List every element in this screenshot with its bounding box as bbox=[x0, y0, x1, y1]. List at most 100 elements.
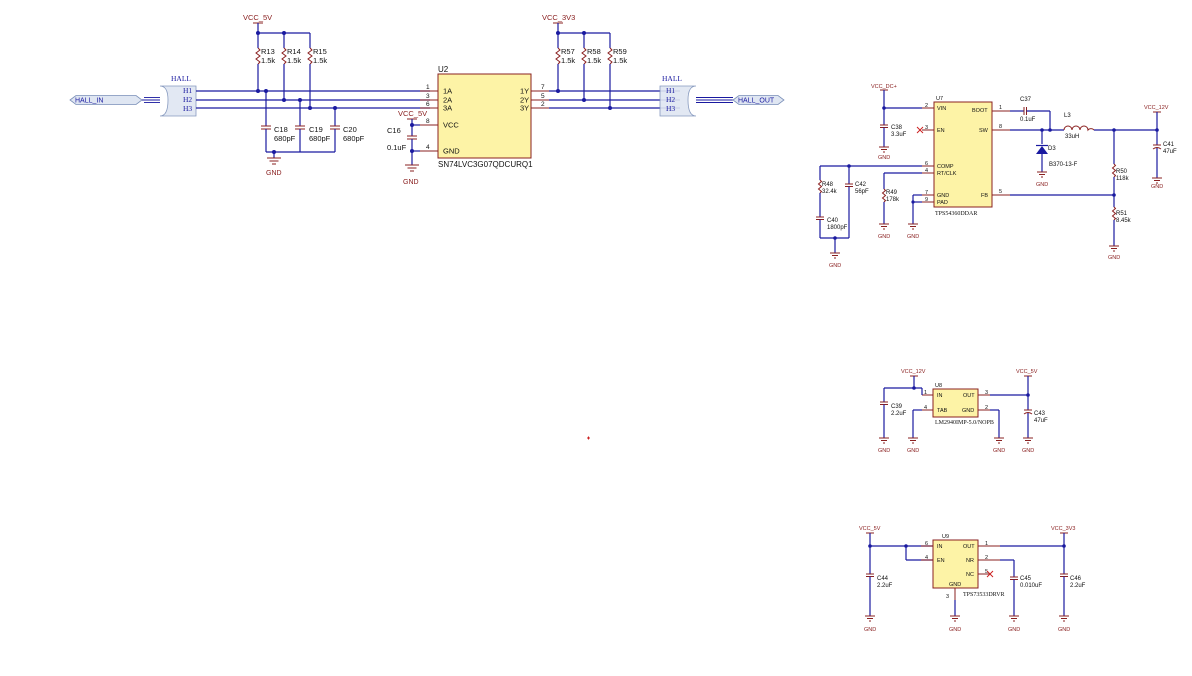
u8-pin-name-gnd: GND bbox=[962, 408, 974, 414]
gnd-symbol-c41: GND bbox=[1151, 177, 1163, 190]
gnd-symbol-c44: GND bbox=[864, 615, 876, 633]
ic-u8[interactable]: U8 1 4 3 2 IN TAB OUT GND LM2940IMP-5.0/… bbox=[922, 383, 994, 426]
u2-pin-4: 4 bbox=[426, 144, 430, 151]
u2-pin-name-2a: 2A bbox=[443, 96, 452, 105]
capacitor-c44: C44 2.2uF bbox=[866, 546, 893, 616]
u8-part-number: LM2940IMP-5.0/NOPB bbox=[935, 420, 994, 426]
r49-ref: R49 bbox=[886, 190, 898, 196]
u2-pin-name-3y: 3Y bbox=[520, 104, 529, 113]
u7-pin-name-vin: VIN bbox=[937, 106, 946, 112]
c41-value: 47uF bbox=[1163, 149, 1177, 155]
u8-pin-2: 2 bbox=[985, 405, 988, 411]
resistor-r13: R13 1.5k bbox=[255, 33, 275, 91]
u2-part-number: SN74LVC3G07QDCURQ1 bbox=[438, 160, 533, 169]
vcc-12v-label-u8: VCC_12V bbox=[901, 369, 926, 375]
c18-ref: C18 bbox=[274, 125, 288, 134]
u7-pin-9: 9 bbox=[925, 197, 928, 203]
ic-u9[interactable]: U9 6 4 1 2 5 3 IN EN OUT NR NC GND TPS73… bbox=[921, 534, 1005, 600]
gnd-symbol-u2: GND bbox=[403, 164, 419, 186]
hall-in-port-label: HALL_IN bbox=[75, 98, 103, 105]
d3-ref: D3 bbox=[1048, 146, 1056, 152]
resistor-r57: R57 1.5k bbox=[555, 33, 575, 91]
c45-ref: C45 bbox=[1020, 576, 1032, 582]
r59-ref: R59 bbox=[613, 47, 627, 56]
gnd-label-r51: GND bbox=[1108, 255, 1120, 261]
gnd-symbol-r51: GND bbox=[1108, 245, 1120, 261]
gnd-symbol-comp: GND bbox=[829, 252, 841, 269]
c42-ref: C42 bbox=[855, 182, 867, 188]
u7-pin-name-boot: BOOT bbox=[972, 108, 988, 114]
u7-pin-4: 4 bbox=[925, 168, 928, 174]
vcc-12v-label-u7: VCC_12V bbox=[1144, 105, 1169, 111]
u2-pin-5: 5 bbox=[541, 93, 545, 100]
gnd-symbol-c46: GND bbox=[1058, 615, 1070, 633]
u7-pin-name-pad: PAD bbox=[937, 200, 948, 206]
u7-pin-6: 6 bbox=[925, 161, 928, 167]
u8-designator: U8 bbox=[935, 383, 942, 389]
l3-ref: L3 bbox=[1064, 113, 1071, 119]
ic-u7[interactable]: U7 2 3 6 4 7 9 VIN EN COMP RT/CLK GND PA… bbox=[922, 96, 1010, 217]
capacitor-c38: C38 3.3uF bbox=[880, 108, 907, 147]
hall-harness-left: HALL H1 H2 H3 bbox=[159, 74, 197, 117]
vcc-5v-symbol-u2: VCC_5V bbox=[398, 109, 427, 125]
vcc-3v3-symbol-hall: VCC_3V3 bbox=[542, 13, 575, 33]
u7-pin-7: 7 bbox=[925, 190, 928, 196]
u9-pin-4: 4 bbox=[925, 555, 928, 561]
c45-value: 0.010uF bbox=[1020, 583, 1042, 589]
c46-value: 2.2uF bbox=[1070, 583, 1086, 589]
u8-pin-name-tab: TAB bbox=[937, 408, 948, 414]
r57-value: 1.5k bbox=[561, 56, 575, 65]
stray-marker bbox=[587, 436, 590, 440]
c40-ref: C40 bbox=[827, 218, 839, 224]
u2-pin-7: 7 bbox=[541, 84, 545, 91]
vcc-5v-label-u2: VCC_5V bbox=[398, 109, 427, 118]
hall-left-net-h3: H3 bbox=[183, 104, 192, 113]
vcc-5v-label-u9: VCC_5V bbox=[859, 526, 881, 532]
resistor-r14: R14 1.5k bbox=[281, 33, 301, 100]
u7-pin-name-gnd: GND bbox=[937, 193, 949, 199]
c20-value: 680pF bbox=[343, 134, 365, 143]
vcc-5v-label-hall: VCC_5V bbox=[243, 13, 272, 22]
vcc-5v-symbol-u9: VCC_5V bbox=[859, 526, 881, 546]
c39-ref: C39 bbox=[891, 404, 903, 410]
capacitor-c19: C19 680pF bbox=[295, 100, 331, 152]
resistor-r49: R49 178k bbox=[881, 173, 900, 224]
hall-right-net-h1: H1 bbox=[666, 86, 675, 95]
u7-pin-5: 5 bbox=[999, 189, 1002, 195]
u7-pin-name-rtclk: RT/CLK bbox=[937, 171, 957, 177]
u9-pin-3: 3 bbox=[946, 594, 949, 600]
u9-pin-name-en: EN bbox=[937, 558, 945, 564]
c46-ref: C46 bbox=[1070, 576, 1082, 582]
u7-pin-1: 1 bbox=[999, 105, 1002, 111]
u9-designator: U9 bbox=[942, 534, 949, 540]
ic-u2[interactable]: U2 1 3 6 8 4 1A 2A 3A VCC GND 7 5 2 1Y bbox=[420, 65, 549, 169]
hall-right-connector-label: HALL bbox=[662, 74, 682, 83]
hall-in-port[interactable]: HALL_IN bbox=[69, 95, 143, 105]
u2-pin-8: 8 bbox=[426, 118, 430, 125]
ldo-section-u8: VCC_12V C39 2.2uF GND U8 1 4 bbox=[878, 369, 1048, 454]
d3-value: B370-13-F bbox=[1049, 162, 1078, 168]
r15-value: 1.5k bbox=[313, 56, 327, 65]
r48-value: 32.4k bbox=[822, 189, 838, 195]
r59-value: 1.5k bbox=[613, 56, 627, 65]
vcc-3v3-label-u9: VCC_3V3 bbox=[1051, 526, 1075, 532]
gnd-label-u2: GND bbox=[403, 179, 419, 186]
u7-pin-name-sw: SW bbox=[979, 128, 989, 134]
u2-pin-1: 1 bbox=[426, 84, 430, 91]
u9-pin-2: 2 bbox=[985, 555, 988, 561]
u7-part-number: TPS54360DDAR bbox=[935, 211, 977, 217]
c16-ref: C16 bbox=[387, 126, 401, 135]
hall-left-net-h1: H1 bbox=[183, 86, 192, 95]
u2-designator: U2 bbox=[438, 65, 449, 74]
u2-pin-name-2y: 2Y bbox=[520, 96, 529, 105]
hall-out-port-label: HALL_OUT bbox=[738, 98, 775, 105]
u2-pin-2: 2 bbox=[541, 101, 545, 108]
capacitor-c46: C46 2.2uF bbox=[1060, 546, 1086, 616]
gnd-label-c46: GND bbox=[1058, 627, 1070, 633]
u2-pin-3: 3 bbox=[426, 93, 430, 100]
u9-pin-name-in: IN bbox=[937, 544, 943, 550]
c43-value: 47uF bbox=[1034, 418, 1048, 424]
gnd-label-c39: GND bbox=[878, 448, 890, 454]
hall-out-port[interactable]: HALL_OUT bbox=[732, 95, 785, 105]
